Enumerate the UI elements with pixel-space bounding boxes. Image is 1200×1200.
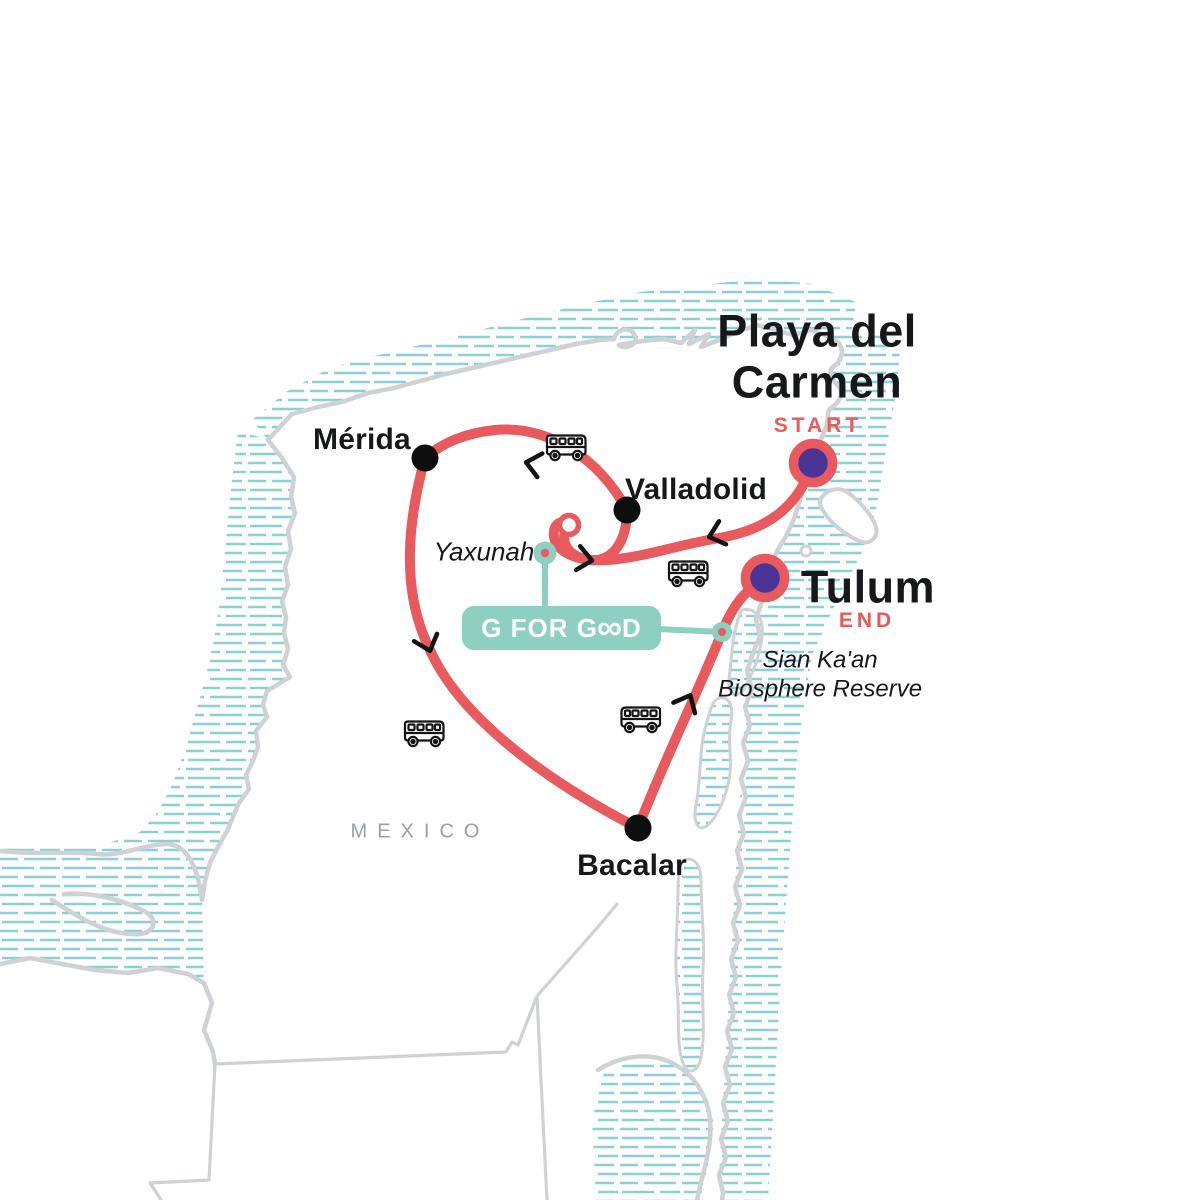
end-city-label: Tulum: [800, 561, 936, 613]
bus-icon: [545, 434, 587, 462]
lagoon-sian-kaan-north: [727, 608, 764, 697]
start-marker: [788, 438, 838, 488]
start-city-line1: Playa del: [717, 305, 917, 357]
badge-text-right: D: [622, 612, 642, 643]
cozumel-island: [818, 487, 879, 545]
sian-kaan-line2: Biosphere Reserve: [717, 676, 923, 703]
end-tag: END: [838, 609, 896, 632]
start-city-label: Playa del Carmen: [717, 306, 917, 409]
state-border-southwest: [148, 1063, 217, 1200]
sian-kaan-line1: Sian Ka'an: [762, 646, 878, 674]
yaxunah-dot-center: [540, 548, 550, 558]
water-hatch-west: [0, 430, 295, 983]
end-marker: [740, 553, 790, 603]
lagoon-spit: [49, 891, 156, 937]
coastline-north-east: [265, 322, 845, 1200]
city-label-merida: Mérida: [313, 423, 411, 456]
water-hatch-east: [719, 330, 900, 1200]
badge-text-left: G FOR G: [481, 612, 598, 643]
city-dot-bacalar: [624, 814, 652, 842]
poi-label-yaxunah: Yaxunah: [433, 536, 535, 567]
state-border-horizontal: [214, 901, 620, 1066]
bus-icon: [667, 560, 709, 588]
city-dot-merida: [411, 444, 439, 472]
route-ring-to-valladolid: [559, 507, 632, 566]
chetumal-coast: [595, 1054, 713, 1200]
water-hatch-chetumal: [592, 1056, 714, 1200]
lagoon-south-shore: [0, 955, 218, 1067]
city-dot-valladolid: [613, 496, 641, 524]
city-label-bacalar: Bacalar: [577, 849, 687, 882]
route-valladolid-to-merida: [420, 424, 632, 515]
route-start-to-visit-ring: [548, 458, 818, 566]
poi-label-sian-kaan: Sian Ka'an Biosphere Reserve: [718, 646, 922, 705]
lagoon-bacalar: [674, 857, 706, 1073]
direction-chevron: [524, 451, 543, 477]
water-hatch-north: [252, 278, 856, 440]
city-label-valladolid: Valladolid: [624, 473, 768, 506]
lagoon-sian-kaan-south: [693, 696, 734, 830]
small-islet: [799, 544, 813, 558]
coastline-west: [0, 437, 298, 903]
g-for-good-connector-sian-kaan: [655, 626, 725, 635]
state-border-vertical: [535, 995, 549, 1200]
start-tag: START: [773, 414, 863, 437]
start-city-line2: Carmen: [731, 357, 903, 408]
country-label: MEXICO: [350, 820, 490, 843]
visit-ring: [556, 512, 582, 538]
bus-icon: [620, 706, 662, 734]
bus-icon: [403, 720, 445, 748]
g-for-good-badge: G FOR G∞D: [462, 606, 661, 650]
sian-kaan-dot-center: [718, 628, 726, 636]
